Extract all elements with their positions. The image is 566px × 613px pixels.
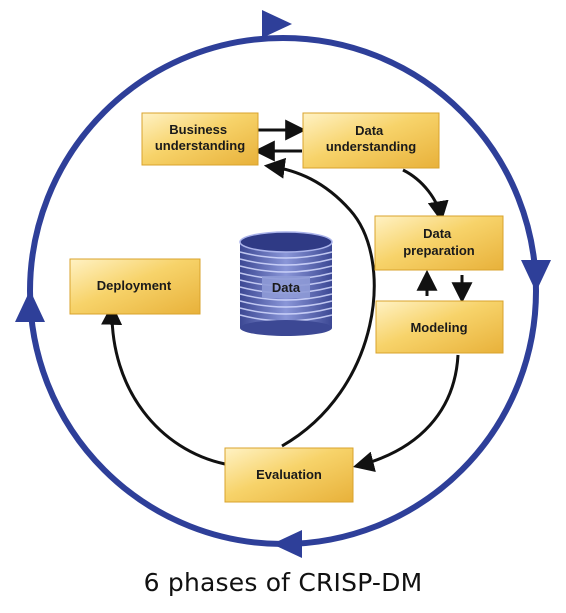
data-understanding-line-2: understanding <box>326 139 416 154</box>
diagram-caption: 6 phases of CRISP-DM <box>143 568 423 597</box>
data-cylinder: Data <box>239 231 333 336</box>
phase-modeling: Modeling <box>375 300 504 354</box>
outer-cycle <box>15 10 551 558</box>
cycle-arrowhead-bottom <box>272 530 302 558</box>
arrow-data-understanding-to-preparation <box>402 168 449 223</box>
arrow-modeling-to-evaluation <box>352 354 460 473</box>
business-line-2: understanding <box>155 138 245 153</box>
data-preparation-line-1: Data <box>423 226 452 241</box>
arrow-evaluation-to-business <box>263 157 376 448</box>
phase-deployment: Deployment <box>69 258 201 315</box>
data-label: Data <box>272 280 301 295</box>
phase-business-understanding: Business understanding <box>141 112 259 166</box>
deployment-label: Deployment <box>97 278 172 293</box>
business-line-1: Business <box>169 122 227 137</box>
arrow-evaluation-to-deployment <box>101 303 226 466</box>
inner-arrows <box>101 119 473 473</box>
cycle-arrowhead-left <box>15 290 45 322</box>
phase-data-understanding: Data understanding <box>302 112 440 169</box>
data-understanding-line-1: Data <box>355 123 384 138</box>
svg-text:Data understanding: Data understanding <box>326 123 416 154</box>
evaluation-label: Evaluation <box>256 467 322 482</box>
cycle-arrowhead-right <box>521 260 551 292</box>
svg-text:Business understanding: Business understanding <box>155 122 245 153</box>
phase-evaluation: Evaluation <box>224 447 354 503</box>
data-preparation-line-2: preparation <box>403 243 475 258</box>
phase-data-preparation: Data preparation <box>374 215 504 271</box>
modeling-label: Modeling <box>410 320 467 335</box>
cycle-arrowhead-top <box>262 10 292 38</box>
svg-text:Data preparation: Data preparation <box>403 226 475 258</box>
